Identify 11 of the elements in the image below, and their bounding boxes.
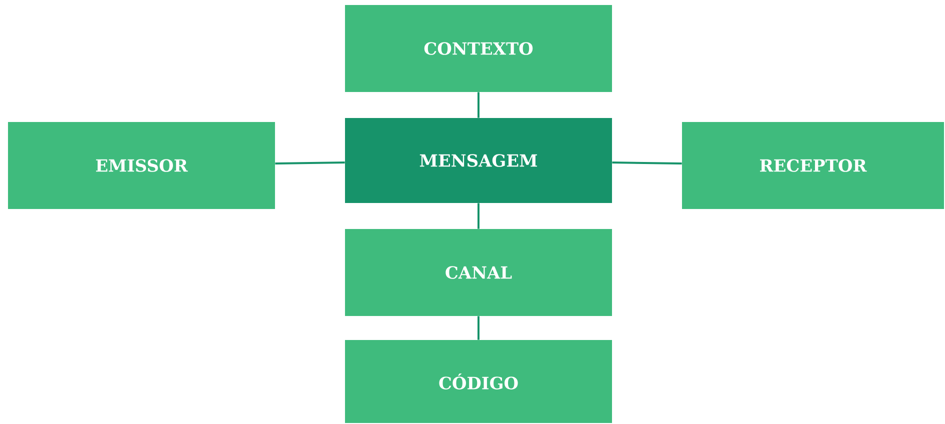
text-box: CANAL [345,229,612,316]
text-box: RECEPTOR [682,122,944,209]
connector-line [612,162,682,165]
connector-line [478,316,480,340]
text-box: EMISSOR [8,122,275,209]
text-box: MENSAGEM [345,118,612,203]
connector-line [275,161,345,164]
connector-line [478,92,480,118]
text-box: CÓDIGO [345,340,612,423]
text-box: CONTEXTO [345,5,612,92]
connector-line [478,203,480,229]
